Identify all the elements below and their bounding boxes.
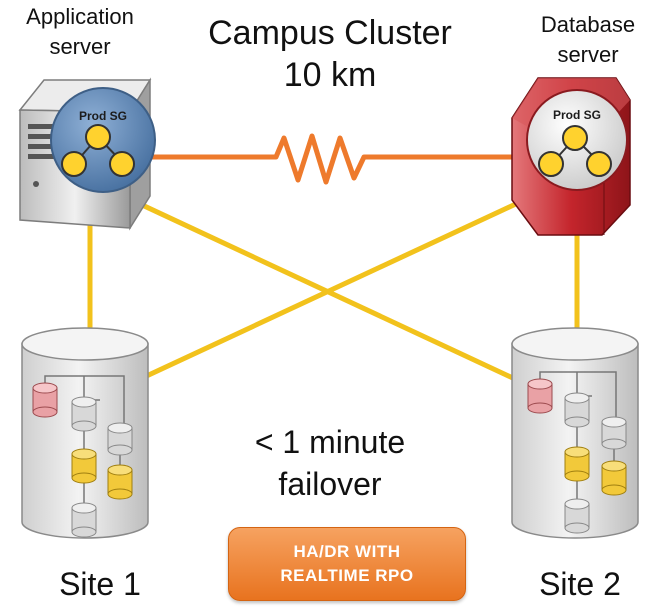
site1-storage-icon [21, 327, 149, 539]
cluster-distance: 10 km [283, 56, 377, 94]
disk-yellow-icon [601, 460, 627, 496]
db-service-group: Prod SG [526, 89, 628, 191]
sg-node-icon [85, 124, 111, 150]
storage-links [87, 187, 580, 403]
disk-gray-icon [601, 416, 627, 450]
ha-dr-badge: HA/DR WITH REALTIME RPO [228, 527, 466, 601]
link-app-site2 [108, 187, 562, 403]
badge-line2: REALTIME RPO [280, 566, 414, 585]
app-server-label-line2: server [49, 34, 111, 59]
db-server-label-line1: Database [540, 12, 636, 37]
disk-gray-icon [564, 392, 590, 428]
site2-storage-icon [511, 327, 639, 539]
sg-node-icon [109, 151, 135, 177]
disk-gray-icon [71, 396, 97, 432]
sg-node-icon [61, 151, 87, 177]
disk-gray-icon [71, 502, 97, 538]
sg-node-icon [562, 125, 588, 151]
site2-label: Site 2 [539, 566, 621, 602]
sg-node-icon [538, 151, 564, 177]
heartbeat-link [148, 133, 516, 185]
disk-gray-icon [107, 422, 133, 456]
failover-text-line1: < 1 minute [254, 424, 406, 460]
disk-yellow-icon [71, 448, 97, 484]
link-db-site1 [108, 192, 537, 396]
app-service-group: Prod SG [50, 87, 156, 193]
disk-red-icon [527, 378, 553, 414]
app-server-label-line1: Application [26, 4, 134, 29]
disk-yellow-icon [564, 446, 590, 482]
disk-yellow-icon [107, 464, 133, 500]
disk-gray-icon [564, 498, 590, 534]
disk-red-icon [32, 382, 58, 418]
app-sg-label: Prod SG [79, 109, 127, 123]
cluster-title: Campus Cluster [208, 14, 452, 52]
site1-label: Site 1 [59, 566, 141, 602]
sg-node-icon [586, 151, 612, 177]
db-server-label-line2: server [557, 42, 619, 67]
failover-text-line2: failover [278, 466, 382, 502]
db-sg-label: Prod SG [553, 108, 601, 122]
badge-line1: HA/DR WITH [293, 542, 401, 561]
